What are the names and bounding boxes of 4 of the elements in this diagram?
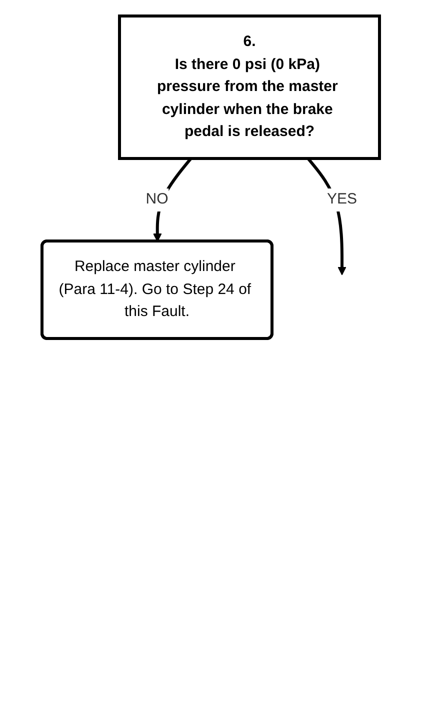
edge-label: NO [146, 190, 168, 208]
arrow [153, 158, 192, 242]
edge-label: YES [327, 190, 358, 208]
node-box: 6. Is there 0 psi (0 kPa) pressure from the master cylinder when the brake pedal is released? [118, 14, 382, 160]
